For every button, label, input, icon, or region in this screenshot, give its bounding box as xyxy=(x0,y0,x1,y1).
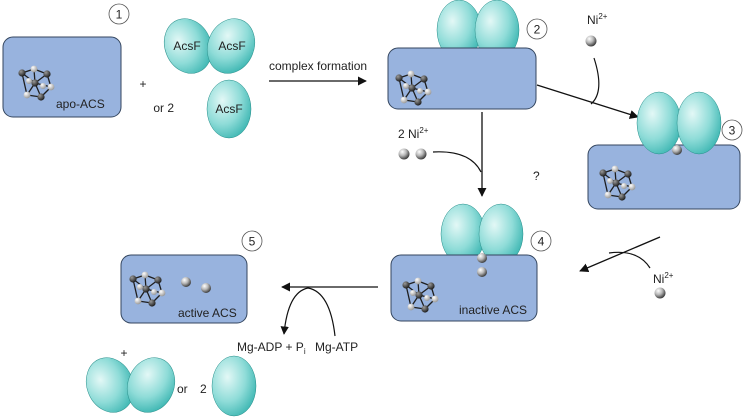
active-acs-ni-b xyxy=(201,283,211,293)
arrow-2-to-3 xyxy=(536,84,639,119)
step-1-group: apo-ACS 1 + AcsF AcsF or 2 AcsF xyxy=(2,3,256,139)
acsf-dimer-right xyxy=(206,18,256,74)
step-4-group: inactive ACS 4 xyxy=(390,203,552,322)
arrow-3-to-4 xyxy=(579,236,661,272)
ni-right-ion xyxy=(654,287,666,299)
ni-right-curve xyxy=(608,251,651,269)
two-ni-curve xyxy=(432,151,482,173)
step-1-badge xyxy=(108,3,130,25)
acsf-monomer xyxy=(206,79,252,139)
acsf-monomer-label: AcsF xyxy=(215,102,242,116)
step-3-acsf-right xyxy=(676,91,722,155)
step-2-group: 2 xyxy=(387,0,548,110)
two-ni-ion-b xyxy=(415,148,427,160)
step-4-ni-ion-a xyxy=(477,253,487,263)
active-acs-label: active ACS xyxy=(178,306,237,320)
ni-addition-top: Ni2+ xyxy=(536,12,639,119)
complex-formation-label: complex formation xyxy=(269,59,367,73)
step-3-protein xyxy=(587,144,741,210)
apo-acs-protein xyxy=(2,36,122,118)
step-5-badge xyxy=(241,230,263,252)
mg-adp-label: Mg-ADP + Pi xyxy=(237,340,306,356)
two-ni-ion-a xyxy=(398,148,410,160)
active-acs-ni-a xyxy=(181,277,191,287)
or-bottom-label: or xyxy=(177,382,188,396)
inactive-acs-label: inactive ACS xyxy=(459,303,527,317)
ni-top-curve xyxy=(590,57,600,105)
step-1-number: 1 xyxy=(116,8,123,22)
step-3-ni-ion xyxy=(672,145,682,155)
ni-addition-middle: 2 Ni2+ ? xyxy=(398,112,540,197)
step-3-badge xyxy=(721,119,743,141)
two-bottom-label: 2 xyxy=(200,382,207,396)
ni-right-label: Ni2+ xyxy=(653,271,674,286)
atp-hydrolysis-step: Mg-ADP + Pi Mg-ATP xyxy=(237,282,378,356)
step-5-number: 5 xyxy=(249,235,256,249)
or-2-label: or 2 xyxy=(153,101,174,115)
acsf-dimer-left xyxy=(163,18,213,74)
plus-sign-1: + xyxy=(139,77,146,91)
step-5-group: active ACS 5 + or 2 xyxy=(85,230,263,417)
step-2-protein xyxy=(387,47,537,110)
question-mark: ? xyxy=(533,169,540,183)
acsf-dimer-left-label: AcsF xyxy=(173,39,200,53)
apo-acs-label: apo-ACS xyxy=(56,97,105,111)
ni-addition-right: Ni2+ xyxy=(579,236,674,299)
step-4-ni-ion-b xyxy=(477,267,487,277)
step-2-number: 2 xyxy=(534,23,541,37)
two-ni-label: 2 Ni2+ xyxy=(398,126,429,141)
ni-top-label: Ni2+ xyxy=(587,12,608,27)
step-4-number: 4 xyxy=(538,235,545,249)
released-acsf-monomer xyxy=(211,355,257,417)
step-3-acsf-left xyxy=(636,91,682,155)
atp-curve xyxy=(280,287,336,337)
step-2-badge xyxy=(526,18,548,40)
step-4-badge xyxy=(530,230,552,252)
released-acsf-dimer-right xyxy=(126,357,176,413)
step-4-protein xyxy=(390,254,538,322)
ni-top-ion xyxy=(585,35,597,47)
plus-sign-2: + xyxy=(120,346,127,360)
step-3-group: 3 xyxy=(587,91,743,210)
mg-atp-label: Mg-ATP xyxy=(315,340,358,354)
step-3-number: 3 xyxy=(729,124,736,138)
complex-formation-arrow: complex formation xyxy=(269,59,367,86)
acsf-dimer-right-label: AcsF xyxy=(218,39,245,53)
